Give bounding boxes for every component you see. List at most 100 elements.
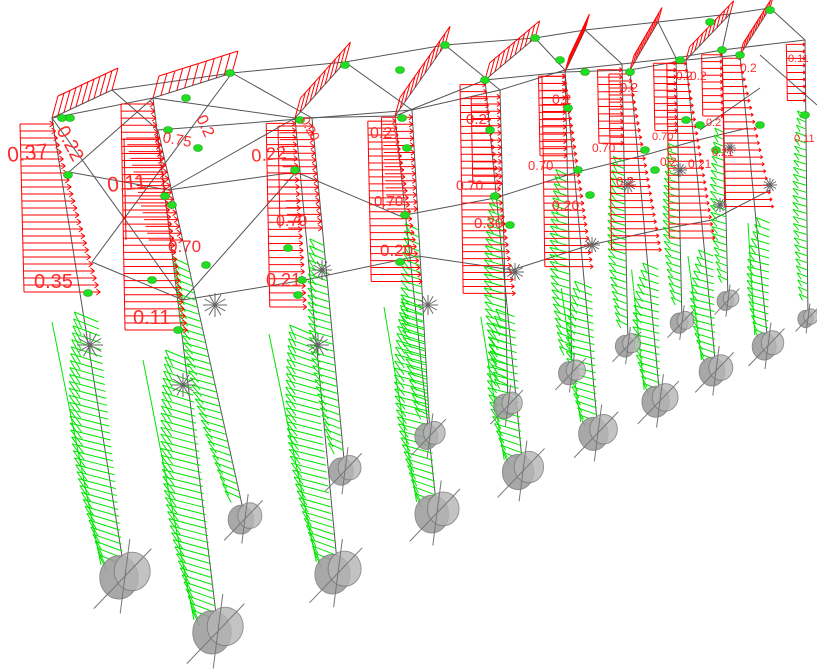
red-load-arrow bbox=[674, 130, 678, 133]
red-load-arrow bbox=[403, 190, 408, 194]
red-load-arrow bbox=[160, 174, 165, 179]
red-load-arrow bbox=[291, 130, 297, 134]
green-load-hatch bbox=[320, 407, 340, 416]
green-load-hatch bbox=[287, 352, 315, 363]
green-load-hatch bbox=[69, 387, 107, 399]
green-load-hatch bbox=[798, 286, 808, 292]
joint-node bbox=[283, 244, 293, 252]
red-load-arrow bbox=[59, 155, 64, 160]
red-load-hatch bbox=[57, 93, 65, 116]
red-load-arrow bbox=[674, 116, 678, 120]
red-load-arrow bbox=[157, 160, 163, 164]
red-load-arrow bbox=[407, 208, 412, 213]
red-load-arrow bbox=[409, 130, 414, 135]
red-load-arrow bbox=[57, 148, 62, 153]
red-load-hatch bbox=[309, 81, 316, 102]
green-load-hatch bbox=[285, 386, 296, 402]
red-load-outline bbox=[568, 13, 590, 57]
red-load-arrow bbox=[314, 183, 319, 188]
green-load-hatch bbox=[487, 336, 507, 344]
red-load-arrow bbox=[619, 106, 624, 110]
green-load-hatch bbox=[161, 398, 173, 416]
green-load-hatch bbox=[219, 476, 228, 489]
red-load-arrow bbox=[484, 98, 488, 102]
red-load-arrow bbox=[392, 118, 397, 122]
green-load-hatch bbox=[792, 216, 808, 222]
green-load-hatch bbox=[486, 231, 494, 242]
support-line bbox=[554, 357, 587, 391]
red-load-arrow bbox=[802, 65, 806, 68]
green-load-hatch bbox=[484, 252, 494, 263]
red-load-arrow bbox=[674, 101, 678, 105]
red-load-arrow bbox=[499, 200, 503, 204]
red-load-arrow bbox=[161, 178, 166, 183]
red-load-arrow bbox=[585, 235, 590, 239]
green-load-hatch bbox=[552, 190, 560, 201]
red-load-hatch bbox=[725, 5, 730, 19]
green-load-hatch bbox=[483, 266, 493, 277]
strut-beam bbox=[697, 127, 749, 141]
red-load-arrow bbox=[674, 121, 678, 125]
green-load-hatch bbox=[488, 210, 495, 221]
green-load-hatch bbox=[710, 190, 726, 197]
green-load-hatch bbox=[407, 465, 435, 475]
red-load-arrow bbox=[640, 141, 644, 145]
red-load-arrow bbox=[152, 124, 158, 129]
joint-node bbox=[735, 51, 745, 59]
red-load-arrow bbox=[415, 257, 420, 261]
red-load-arrow bbox=[574, 160, 579, 164]
green-load-hatch bbox=[402, 336, 426, 345]
red-load-arrow bbox=[397, 153, 402, 157]
red-load-arrow bbox=[619, 91, 623, 95]
fixed-support bbox=[637, 374, 680, 428]
green-load-hatch bbox=[162, 377, 173, 395]
red-load-arrow bbox=[619, 96, 624, 100]
green-load-hatch bbox=[393, 381, 405, 396]
green-load-hatch bbox=[178, 560, 212, 572]
star-ray bbox=[172, 378, 194, 392]
green-load-hatch bbox=[698, 249, 704, 260]
green-load-hatch bbox=[397, 325, 425, 336]
red-load-arrow bbox=[53, 134, 58, 139]
green-load-hatch bbox=[328, 442, 335, 455]
green-load-hatch bbox=[69, 415, 110, 427]
red-load-arrow bbox=[411, 163, 416, 168]
red-load-arrow bbox=[502, 223, 506, 227]
green-load-hatch bbox=[400, 301, 424, 309]
green-load-hatch bbox=[711, 162, 725, 169]
red-load-hatch bbox=[152, 75, 160, 99]
red-load-arrow bbox=[619, 113, 624, 117]
red-load-arrow bbox=[496, 93, 501, 98]
support-line bbox=[497, 448, 545, 498]
red-load-arrow bbox=[562, 97, 566, 101]
red-load-arrow bbox=[498, 168, 503, 173]
red-load-arrow bbox=[568, 118, 573, 122]
green-load-hatch bbox=[549, 268, 559, 278]
red-load-arrow bbox=[411, 239, 416, 243]
green-load-hatch bbox=[550, 282, 571, 289]
red-load-arrow bbox=[57, 151, 62, 156]
green-load-hatch bbox=[196, 405, 208, 419]
joint-node bbox=[193, 144, 203, 152]
green-load-hatch bbox=[666, 268, 682, 275]
crane-beam bbox=[417, 255, 513, 271]
green-load-hatch bbox=[328, 442, 344, 451]
red-load-arrow bbox=[173, 216, 179, 221]
red-load-arrow bbox=[704, 188, 708, 192]
red-load-arrow bbox=[673, 74, 677, 78]
red-load-arrow bbox=[292, 137, 297, 141]
red-load-arrow bbox=[295, 193, 300, 198]
green-load-outline bbox=[687, 255, 703, 361]
green-load-hatch bbox=[296, 490, 308, 506]
red-load-arrow bbox=[416, 264, 421, 268]
green-load-hatch bbox=[634, 297, 660, 306]
green-load-hatch bbox=[664, 247, 681, 254]
green-load-hatch bbox=[487, 387, 498, 401]
red-load-arrow bbox=[161, 161, 167, 166]
rafter-member bbox=[534, 37, 566, 71]
green-load-hatch bbox=[796, 110, 802, 118]
green-load-hatch bbox=[663, 240, 681, 247]
green-load-hatch bbox=[710, 169, 726, 176]
green-load-hatch bbox=[749, 245, 757, 255]
